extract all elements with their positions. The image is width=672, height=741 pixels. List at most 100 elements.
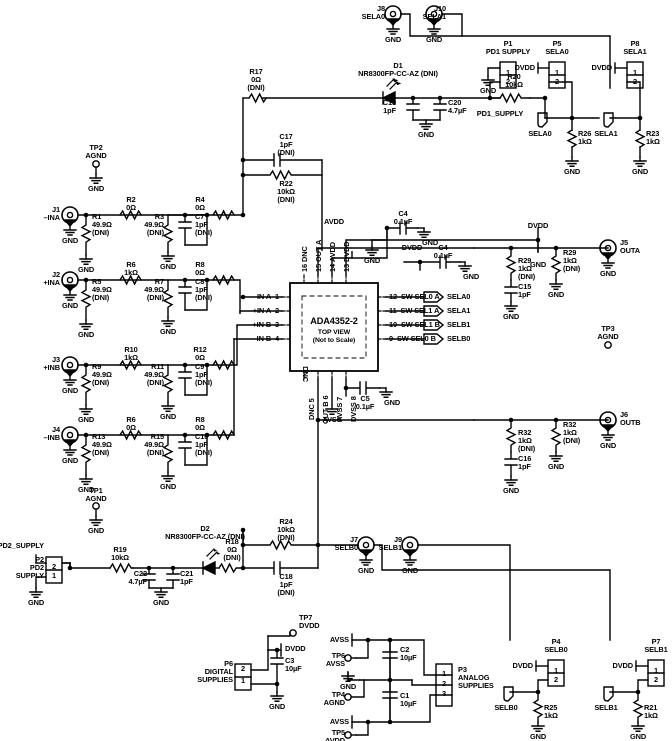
gnd-label-c4b: GND — [462, 272, 480, 281]
capacitor-c4-top: C4 0.1µF — [393, 209, 413, 227]
connector-label-j3: J3 +INB — [43, 355, 60, 373]
ic-pin-5: DNC — [301, 366, 310, 382]
ic-pin-12: 12 SW SEL0 A — [389, 292, 440, 301]
connector-label-j7: J7 SELB0 — [334, 535, 358, 553]
gnd-label-p1: GND — [479, 86, 497, 95]
ic-pin-14-num: 14 — [328, 263, 337, 272]
diode-d2: D2 NR8300FP-CC-AZ (DNI) — [165, 524, 245, 542]
gnd-label-j5: GND — [599, 269, 617, 278]
gnd-label-tp1: GND — [87, 526, 105, 535]
net-pd2-supply: PD2_SUPPLY — [0, 541, 44, 550]
ic-pin-2-num: 2 — [274, 306, 279, 315]
ic-pin-15-num: 15 — [314, 263, 323, 272]
header-p3-pin1: 1 — [441, 669, 447, 678]
ic-part-number: ADA4352-2 — [310, 316, 358, 326]
gnd-label-j10: GND — [425, 35, 443, 44]
resistor-r29b: R29 1kΩ (DNI) — [563, 248, 581, 274]
gnd-label-c19c20: GND — [417, 130, 435, 139]
resistor-r20: R20 10kΩ — [505, 72, 523, 90]
capacitor-c7: C7 1pF (DNI) — [195, 212, 213, 238]
gnd-label-r26: GND — [563, 167, 581, 176]
capacitor-c4-dvdd: C4 0.1µF — [433, 243, 453, 261]
header-p4[interactable]: P4 SELB0 — [544, 637, 568, 655]
resistor-r6: R6 1kΩ — [124, 260, 138, 278]
ic-top-view-label: TOP VIEW — [317, 329, 351, 336]
resistor-r29: R29 1kΩ (DNI) — [518, 256, 536, 282]
capacitor-c10: C10 1pF (DNI) — [195, 432, 213, 458]
gnd-label-r7: GND — [159, 327, 177, 336]
header-p8[interactable]: P8 SELA1 — [623, 39, 647, 57]
header-p3-pin2: 2 — [441, 679, 447, 688]
gnd-label-p3: GND — [339, 682, 357, 691]
gnd-label-avdd: GND — [363, 256, 381, 265]
capacitor-c2: C2 10µF — [400, 645, 417, 663]
gnd-label-j8: GND — [384, 35, 402, 44]
header-p7-pin1: 1 — [653, 666, 659, 675]
header-p6-pin2: 2 — [240, 664, 246, 673]
gnd-label-r32b: GND — [547, 462, 565, 471]
header-p2[interactable]: P2 PD2 SUPPLY — [15, 555, 44, 581]
ic-pin-16-name: DNC — [300, 246, 309, 262]
net-avss-top: AVSS — [329, 635, 349, 644]
resistor-r9: R9 49.9Ω (DNI) — [92, 362, 112, 388]
gnd-label-c3: GND — [268, 702, 286, 711]
connector-label-j6: J6 OUTB — [620, 410, 641, 428]
ic-pin-5-name2: DNC — [307, 404, 316, 420]
header-p7[interactable]: P7 SELB1 — [644, 637, 668, 655]
resistor-r7: R7 49.9Ω (DNI) — [144, 277, 164, 303]
gnd-label-j2: GND — [61, 301, 79, 310]
header-p3[interactable]: P3 ANALOG SUPPLIES — [458, 665, 494, 691]
ic-pin-13-num: 13 — [342, 263, 351, 272]
ic-pin-9-num: 9 — [389, 334, 394, 343]
header-p5-pin2: 2 — [554, 77, 560, 86]
ic-not-to-scale-label: (Not to Scale) — [312, 337, 356, 344]
gnd-label-tp2: GND — [87, 184, 105, 193]
resistor-r26: R26 1kΩ — [578, 129, 592, 147]
header-p5[interactable]: P5 SELA0 — [545, 39, 569, 57]
header-p7-pin2: 2 — [653, 675, 659, 684]
gnd-label-j9: GND — [401, 566, 419, 575]
header-p1-pin1: 1 — [505, 68, 511, 77]
gnd-label-dvdd-rail: GND — [529, 260, 547, 269]
capacitor-c3: C3 10µF — [285, 656, 302, 674]
resistor-r4: R4 0Ω — [195, 195, 205, 213]
connector-label-j1: J1 –INA — [43, 205, 61, 223]
gnd-label-r3: GND — [159, 262, 177, 271]
ic-pin-10-name: SW SEL1 B — [400, 320, 440, 329]
ic-pin-10-num: 10 — [389, 320, 398, 329]
capacitor-c22: C22 4.7µF — [128, 569, 147, 587]
diode-d1: D1 NR8300FP-CC-AZ (DNI) — [358, 61, 438, 79]
gnd-label-r1: GND — [77, 265, 95, 274]
header-p5-pin1: 1 — [554, 68, 560, 77]
testpoint-tp6: TP6 AVSS — [325, 651, 345, 669]
ic-pin-5-label: DNC 5 — [307, 398, 316, 420]
gnd-label-p2: GND — [27, 598, 45, 607]
header-p6-pin1: 1 — [240, 676, 246, 685]
connector-label-j10: J10 SELA1 — [422, 4, 446, 22]
capacitor-c15: C15 1pF — [518, 282, 532, 300]
connector-label-j2: J2 +INA — [43, 270, 60, 288]
ic-pin-12-name: SW SEL0 A — [400, 292, 440, 301]
resistor-r17: R17 0Ω (DNI) — [247, 67, 265, 93]
resistor-r15: R15 49.9Ω (DNI) — [144, 432, 164, 458]
ic-pin-16: 16 DNC — [300, 246, 309, 272]
header-p3-pin3: 3 — [441, 689, 447, 698]
gnd-label-j3: GND — [61, 386, 79, 395]
gnd-label-r25: GND — [529, 732, 547, 741]
resistor-r24: R24 10kΩ (DNI) — [277, 517, 295, 543]
gnd-label-avss: AVSS — [322, 415, 342, 424]
net-dvdd-p7: DVDD — [612, 661, 633, 670]
ic-pin-3-name: +IN B — [252, 320, 272, 329]
gnd-label-j1: GND — [61, 236, 79, 245]
gnd-label-c5: GND — [383, 398, 401, 407]
ic-pin-13-name: DVDD — [342, 241, 351, 262]
ic-pin-14: 14 AVDD — [328, 242, 337, 272]
net-sela0-flag: SELA0 — [528, 129, 552, 138]
testpoint-tp7: TP7 DVDD — [299, 613, 320, 631]
header-p1-pin2: 2 — [505, 77, 511, 86]
net-selb1-a: SELB1 — [447, 320, 471, 329]
header-p1[interactable]: P1 PD1 SUPPLY — [485, 39, 531, 57]
header-p6[interactable]: P6 DIGITAL SUPPLIES — [197, 659, 233, 685]
capacitor-c17: C17 1pF (DNI) — [277, 132, 295, 158]
